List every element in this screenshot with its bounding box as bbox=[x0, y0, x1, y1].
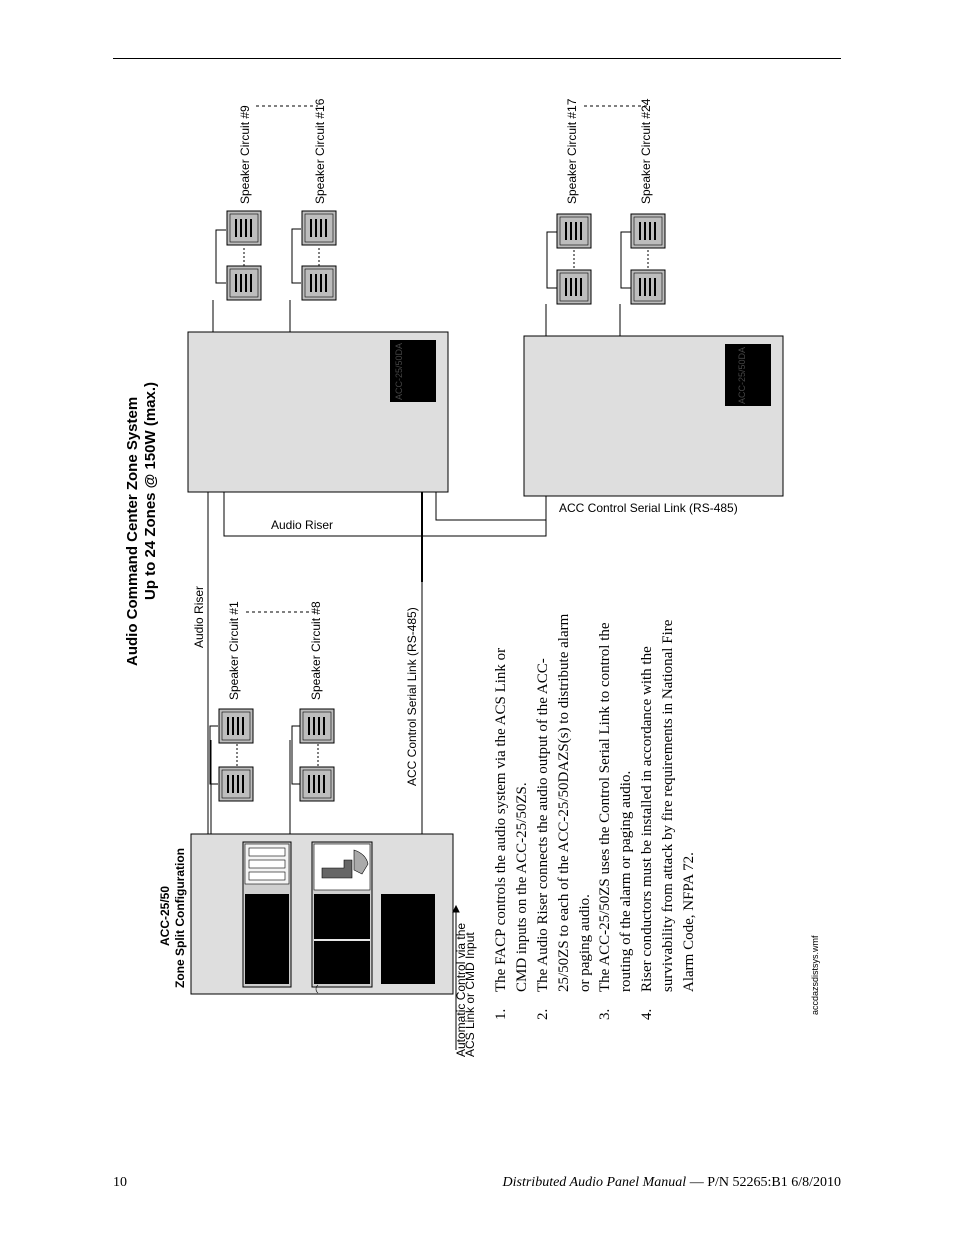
note-3-line1: The ACC-25/50ZS uses the Control Serial … bbox=[597, 622, 613, 992]
note-2-line3: or paging audio. bbox=[577, 894, 593, 992]
speaker-circuit-9: Speaker Circuit #9 bbox=[238, 105, 252, 204]
speaker-circuit-8: Speaker Circuit #8 bbox=[309, 601, 323, 700]
note-2-line2: 25/50ZS to each of the ACC-25/50DAZS(s) … bbox=[556, 613, 572, 992]
page-number: 10 bbox=[113, 1175, 127, 1190]
speaker-icon bbox=[218, 708, 254, 744]
serial-link-horizontal-label: ACC Control Serial Link (RS-485) bbox=[559, 501, 738, 515]
diagram-title-line1: Audio Command Center Zone System bbox=[124, 397, 141, 666]
note-1-number: 1. bbox=[493, 1009, 509, 1020]
speaker-icon bbox=[226, 265, 262, 301]
audio-riser-vertical-label: Audio Riser bbox=[192, 586, 206, 648]
note-4-line1: Riser conductors must be installed in ac… bbox=[639, 646, 655, 992]
speaker-icon bbox=[630, 269, 666, 305]
footer-dash: — bbox=[686, 1175, 708, 1190]
part-number: P/N 52265:B1 6/8/2010 bbox=[707, 1175, 841, 1190]
speaker-circuit-1: Speaker Circuit #1 bbox=[227, 601, 241, 700]
speaker-circuit-24: Speaker Circuit #24 bbox=[639, 98, 653, 204]
note-4-line2: survivability from attack by fire requir… bbox=[660, 619, 676, 992]
acc-25-50da-module-2 bbox=[523, 335, 784, 497]
speaker-icon bbox=[556, 213, 592, 249]
speaker-icon bbox=[218, 766, 254, 802]
panel-title-line2: Zone Split Configuration bbox=[173, 848, 187, 988]
wiring bbox=[207, 105, 649, 1050]
acc-25-50-panel bbox=[190, 833, 454, 995]
notes-list: 1. The FACP controls the audio system vi… bbox=[493, 613, 697, 1020]
auto-control-line2: ACS Link or CMD Input bbox=[463, 932, 477, 1057]
note-3-line2: routing of the alarm or paging audio. bbox=[618, 771, 634, 992]
manual-title: Distributed Audio Panel Manual bbox=[502, 1175, 687, 1190]
acc-25-50da-module-1 bbox=[187, 331, 449, 493]
speaker-circuit-17: Speaker Circuit #17 bbox=[565, 98, 579, 204]
speaker-icon bbox=[226, 210, 262, 246]
note-1-line2: CMD inputs on the ACC-25/50ZS. bbox=[514, 782, 530, 992]
speaker-icon bbox=[301, 265, 337, 301]
note-3-number: 3. bbox=[597, 1009, 613, 1020]
module-1-label: ACC-25/50DA bbox=[394, 343, 404, 400]
note-1-line1: The FACP controls the audio system via t… bbox=[493, 648, 509, 992]
speaker-icon bbox=[301, 210, 337, 246]
note-4-number: 4. bbox=[639, 1009, 655, 1020]
note-4-line3: Alarm Code, NFPA 72. bbox=[681, 852, 697, 992]
auto-control-line1: Automatic Control via the bbox=[454, 923, 468, 1057]
speaker-icon bbox=[630, 213, 666, 249]
speaker-icon bbox=[299, 766, 335, 802]
diagram-title-line2: Up to 24 Zones @ 150W (max.) bbox=[142, 382, 159, 600]
speaker-icon bbox=[556, 269, 592, 305]
speaker-circuit-16: Speaker Circuit #16 bbox=[313, 98, 327, 204]
footer-manual-info: Distributed Audio Panel Manual — P/N 522… bbox=[503, 1175, 841, 1191]
audio-riser-horizontal-label: Audio Riser bbox=[271, 518, 333, 532]
module-2-label: ACC-25/50DA bbox=[737, 347, 747, 404]
header-rule bbox=[113, 58, 841, 59]
speaker-icon bbox=[299, 708, 335, 744]
serial-link-vertical-label: ACC Control Serial Link (RS-485) bbox=[405, 607, 419, 786]
diagram-file-name: accdazsdistsys.wmf bbox=[810, 935, 820, 1015]
panel-title-line1: ACC-25/50 bbox=[158, 886, 172, 946]
note-2-number: 2. bbox=[535, 1009, 551, 1020]
note-2-line1: The Audio Riser connects the audio outpu… bbox=[535, 658, 551, 992]
